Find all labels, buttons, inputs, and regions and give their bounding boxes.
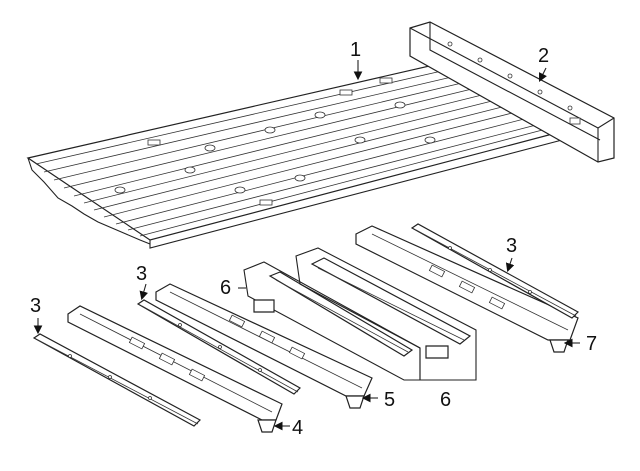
floor-holes xyxy=(114,77,436,206)
callout-7: 7 xyxy=(586,333,597,355)
crossmember-left[interactable] xyxy=(67,305,283,433)
callout-3-left: 3 xyxy=(30,295,41,317)
floor-pan[interactable] xyxy=(26,63,563,249)
floor-ribs xyxy=(35,69,551,237)
callout-3-middle: 3 xyxy=(136,263,147,285)
callout-4: 4 xyxy=(292,417,303,439)
crossmember-middle[interactable] xyxy=(155,283,373,409)
callout-6-left: 6 xyxy=(220,277,231,299)
callout-leaders xyxy=(33,60,580,431)
sill-bar-left[interactable] xyxy=(32,333,201,427)
sill-bar-right[interactable] xyxy=(410,223,579,319)
callout-2: 2 xyxy=(538,45,549,67)
callout-5: 5 xyxy=(384,389,395,411)
sill-bar-middle[interactable] xyxy=(136,299,301,395)
callout-6-right: 6 xyxy=(440,389,451,411)
callout-1: 1 xyxy=(350,39,361,61)
callout-3-right: 3 xyxy=(506,235,517,257)
side-rail[interactable] xyxy=(409,21,615,163)
crossmember-kit-box-left[interactable] xyxy=(243,261,421,381)
crossmember-kit-box-right[interactable] xyxy=(295,247,477,381)
crossmember-right[interactable] xyxy=(355,225,579,353)
